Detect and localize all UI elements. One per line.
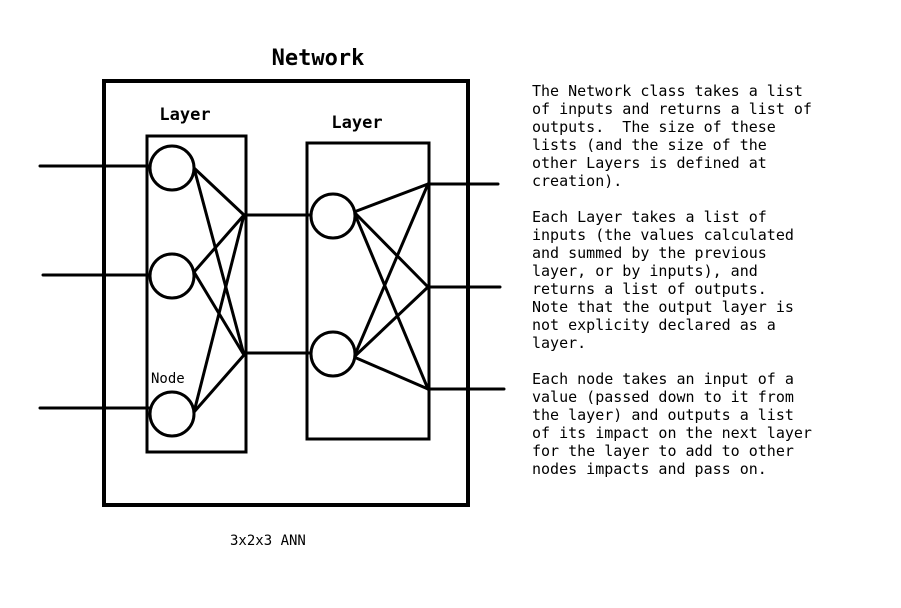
connection	[192, 213, 246, 414]
layer-1-node-2	[148, 252, 196, 300]
network-diagram: Network Layer Layer	[38, 46, 506, 507]
layer-1-node-3	[148, 390, 196, 438]
layer-1-label: Layer	[159, 105, 210, 125]
network-title: Network	[272, 46, 365, 71]
node-label: Node	[151, 371, 185, 387]
layer-2-node-1	[309, 192, 357, 240]
connection	[352, 182, 430, 359]
diagram-caption: 3x2x3 ANN	[230, 533, 306, 549]
layer-2-label: Layer	[331, 113, 382, 133]
layer-1-node-1	[148, 144, 196, 192]
description-paragraph-layer: Each Layer takes a list of inputs (the v…	[532, 208, 794, 352]
connection	[352, 355, 430, 391]
connection	[352, 210, 430, 391]
connection	[352, 210, 430, 289]
connection	[192, 213, 246, 274]
connection	[352, 285, 430, 359]
connection	[352, 182, 430, 214]
layer-2-box	[305, 141, 431, 441]
connection	[192, 166, 246, 217]
description-paragraph-node: Each node takes an input of a value (pas…	[532, 370, 812, 478]
layer-1-box	[145, 134, 248, 454]
layer-2-node-2	[309, 330, 357, 378]
connection	[192, 353, 246, 414]
network-box	[102, 79, 470, 507]
description-paragraph-network: The Network class takes a list of inputs…	[532, 82, 812, 190]
connection	[192, 166, 246, 357]
